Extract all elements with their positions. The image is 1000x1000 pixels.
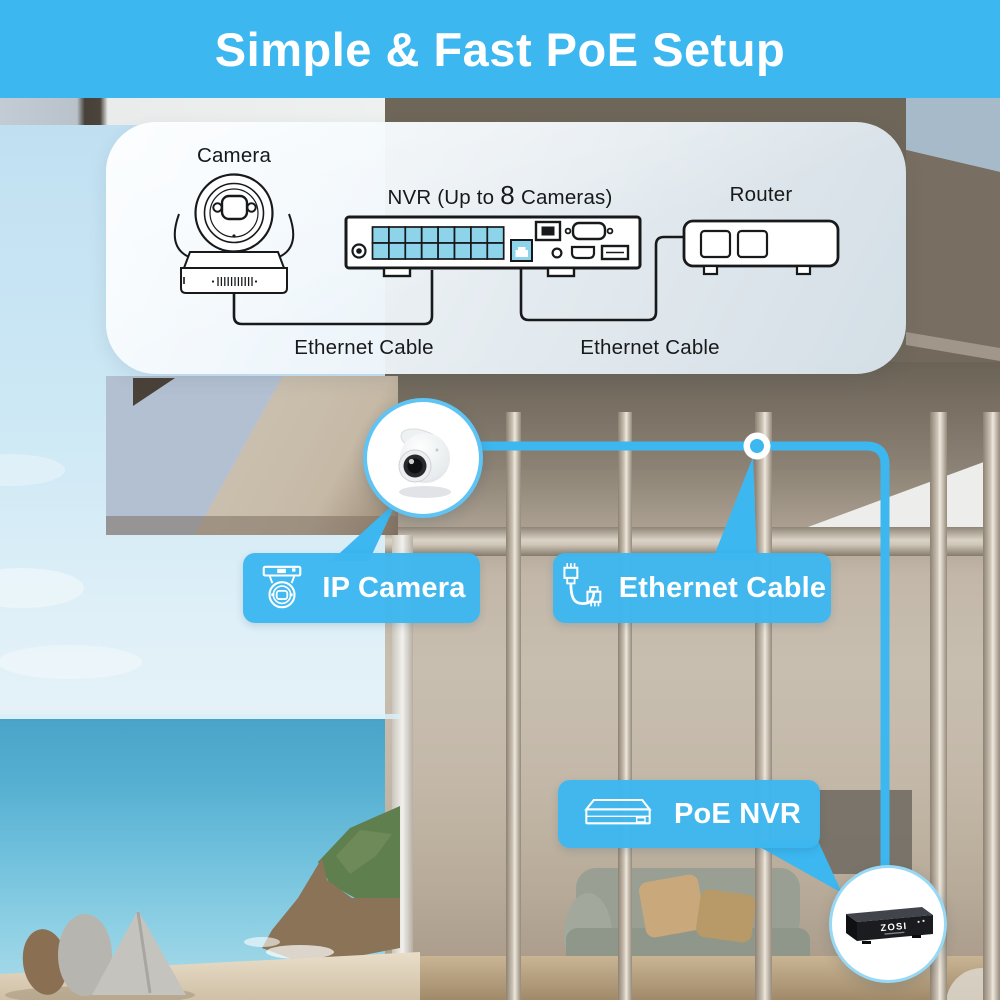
poe-nvr-callout: PoE NVR xyxy=(558,780,820,848)
sky-corner xyxy=(906,98,1000,172)
lan-port xyxy=(510,239,533,262)
cliff xyxy=(244,806,400,962)
nvr-brand-logo: ZOSI xyxy=(880,921,908,934)
ip-camera-photo xyxy=(363,398,483,518)
ethernet-cable-callout-label: Ethernet Cable xyxy=(618,571,827,604)
nvr-box-icon xyxy=(584,798,652,825)
cable-node xyxy=(743,432,771,460)
ethernet-cable-icon xyxy=(563,563,602,607)
audio-port xyxy=(551,247,563,259)
dome-camera-illustration xyxy=(173,173,295,294)
clouds xyxy=(0,454,142,679)
ethernet-callout-tail xyxy=(712,457,757,561)
header-banner: Simple & Fast PoE Setup xyxy=(0,0,1000,98)
door-track-beam xyxy=(385,527,1000,556)
poe-port-grid xyxy=(371,226,505,260)
nvr-to-router-cable xyxy=(519,235,684,322)
ip-camera-callout-label: IP Camera xyxy=(322,571,466,604)
deck-stones xyxy=(5,910,195,1000)
fascia-edge xyxy=(906,332,1000,361)
power-switch xyxy=(534,220,562,242)
vga-port xyxy=(564,221,614,241)
upper-wall xyxy=(0,98,385,125)
zosi-nvr-device: ZOSI xyxy=(846,907,933,944)
ip-camera-callout-tail xyxy=(331,501,397,561)
roof-fascia xyxy=(906,150,1000,348)
nvr-illustration xyxy=(344,215,642,278)
camera-to-nvr-cable xyxy=(232,270,434,326)
horizon xyxy=(0,714,400,719)
nvr-label-prefix: NVR (Up to xyxy=(387,186,495,209)
poe-cable-line xyxy=(472,441,890,870)
nvr-label-suffix: Cameras) xyxy=(520,186,613,209)
ethernet-cable-callout: Ethernet Cable xyxy=(553,553,831,623)
usb-port xyxy=(600,244,630,261)
ethernet-cable-label-right: Ethernet Cable xyxy=(580,336,720,359)
page-title: Simple & Fast PoE Setup xyxy=(214,22,786,76)
poe-nvr-photo: ZOSI xyxy=(829,865,947,983)
soffit-wedge xyxy=(808,456,1000,528)
turret-camera-icon xyxy=(263,565,302,609)
wall-art xyxy=(818,790,912,874)
ethernet-cable-label-left: Ethernet Cable xyxy=(294,336,434,359)
poe-nvr-callout-label: PoE NVR xyxy=(673,797,802,830)
nvr-label-count: 8 xyxy=(500,180,515,210)
router-illustration xyxy=(682,219,840,276)
turret-camera-photo xyxy=(398,428,451,498)
ip-camera-callout: IP Camera xyxy=(243,553,480,623)
camera-label: Camera xyxy=(196,144,272,167)
poe-nvr-callout-tail xyxy=(749,841,842,893)
router-label: Router xyxy=(729,183,793,206)
hdmi-port xyxy=(570,245,596,260)
poe-port xyxy=(486,242,505,260)
ceiling-shadow xyxy=(385,362,1000,470)
power-jack xyxy=(351,243,367,259)
